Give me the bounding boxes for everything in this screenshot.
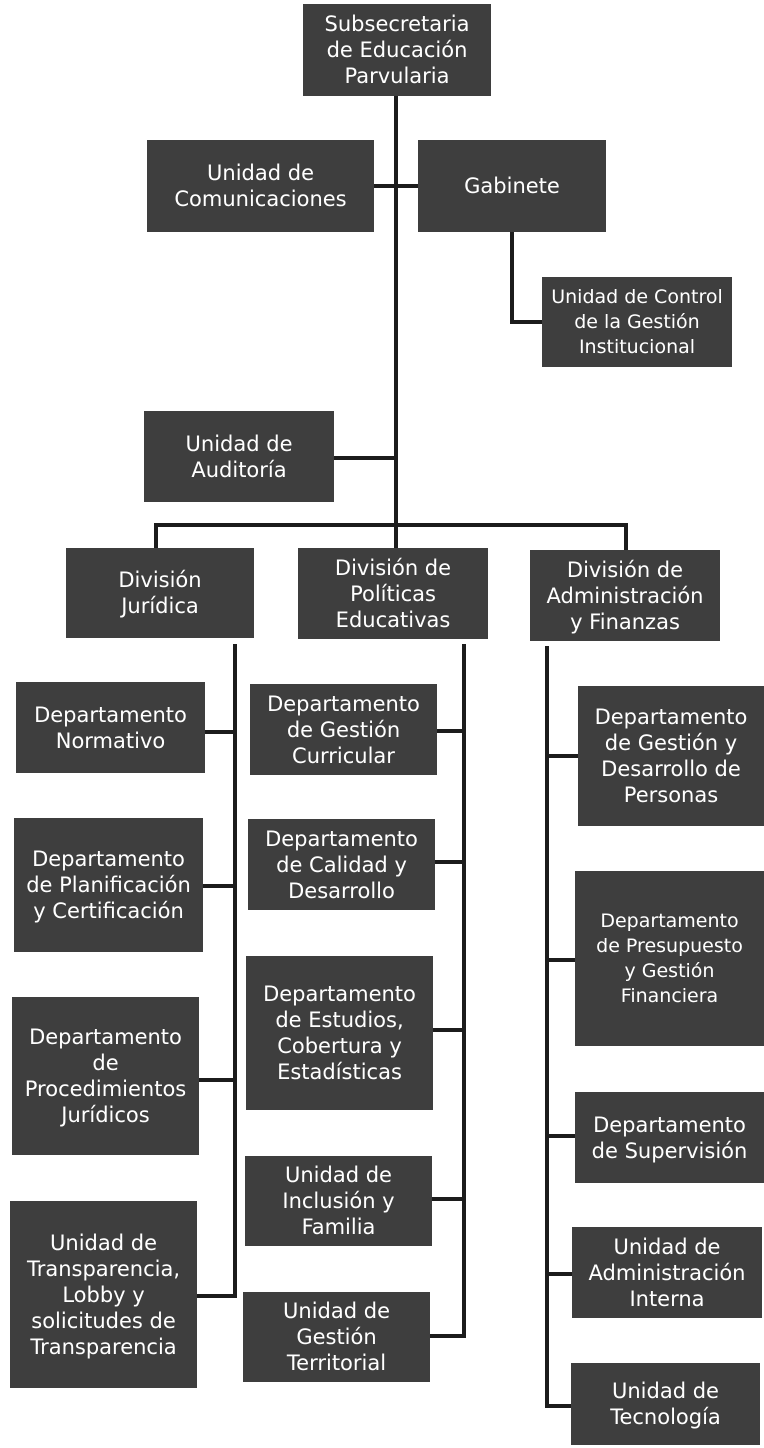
staff-connector-comunicaciones — [374, 184, 418, 188]
box-depto-normativo: Departamento Normativo — [16, 682, 205, 773]
politicas-branch-2 — [435, 860, 466, 864]
box-unidad-tecnologia: Unidad de Tecnología — [571, 1363, 760, 1445]
box-depto-procedimientos-juridicos: Departamento de Procedimientos Jurídicos — [12, 997, 199, 1155]
box-depto-gestion-desarrollo-personas: Departamento de Gestión y Desarrollo de … — [578, 686, 764, 826]
box-depto-calidad-desarrollo: Departamento de Calidad y Desarrollo — [248, 819, 435, 910]
box-division-juridica: División Jurídica — [66, 548, 254, 638]
box-unidad-gestion-territorial: Unidad de Gestión Territorial — [243, 1292, 430, 1382]
juridica-spine — [233, 644, 237, 1298]
box-unidad-inclusion-familia: Unidad de Inclusión y Familia — [245, 1156, 432, 1246]
division-drop-politicas — [394, 523, 398, 548]
administracion-branch-3 — [545, 1134, 575, 1138]
auditoria-connector — [334, 456, 396, 460]
box-unidad-auditoria: Unidad de Auditoría — [144, 411, 334, 502]
box-unidad-transparencia-lobby: Unidad de Transparencia, Lobby y solicit… — [10, 1201, 197, 1388]
box-unidad-comunicaciones: Unidad de Comunicaciones — [147, 140, 374, 232]
juridica-branch-2 — [203, 884, 237, 888]
box-depto-gestion-curricular: Departamento de Gestión Curricular — [250, 684, 437, 775]
juridica-branch-4 — [197, 1294, 237, 1298]
administracion-branch-1 — [545, 754, 578, 758]
box-depto-presupuesto-gestion-financiera: Departamento de Presupuesto y Gestión Fi… — [575, 871, 764, 1046]
politicas-spine — [462, 644, 466, 1338]
gabinete-control-connector — [510, 320, 544, 324]
politicas-branch-3 — [433, 1028, 466, 1032]
administracion-spine — [545, 646, 549, 1408]
box-gabinete: Gabinete — [418, 140, 606, 232]
politicas-branch-5 — [430, 1334, 466, 1338]
administracion-branch-5 — [545, 1404, 571, 1408]
division-drop-administracion — [624, 523, 628, 551]
box-depto-estudios-cobertura: Departamento de Estudios, Cobertura y Es… — [246, 956, 433, 1110]
administracion-branch-4 — [545, 1272, 575, 1276]
juridica-branch-3 — [199, 1078, 237, 1082]
box-division-administracion-finanzas: División de Administración y Finanzas — [530, 550, 720, 641]
box-unidad-control-gestion: Unidad de Control de la Gestión Instituc… — [542, 277, 732, 367]
politicas-branch-1 — [437, 729, 466, 733]
administracion-branch-2 — [545, 958, 575, 962]
box-subsecretaria: Subsecretaria de Educación Parvularia — [303, 4, 491, 96]
box-depto-supervision: Departamento de Supervisión — [575, 1092, 764, 1183]
divisions-horizontal-connector — [154, 523, 628, 527]
box-unidad-administracion-interna: Unidad de Administración Interna — [572, 1227, 762, 1318]
politicas-branch-4 — [432, 1197, 466, 1201]
juridica-branch-1 — [205, 730, 237, 734]
main-vertical-connector — [394, 95, 398, 527]
box-depto-planificacion-certificacion: Departamento de Planificación y Certific… — [14, 818, 203, 952]
division-drop-juridica — [154, 523, 158, 548]
gabinete-vertical-connector — [510, 232, 514, 324]
box-division-politicas-educativas: División de Políticas Educativas — [298, 548, 488, 639]
